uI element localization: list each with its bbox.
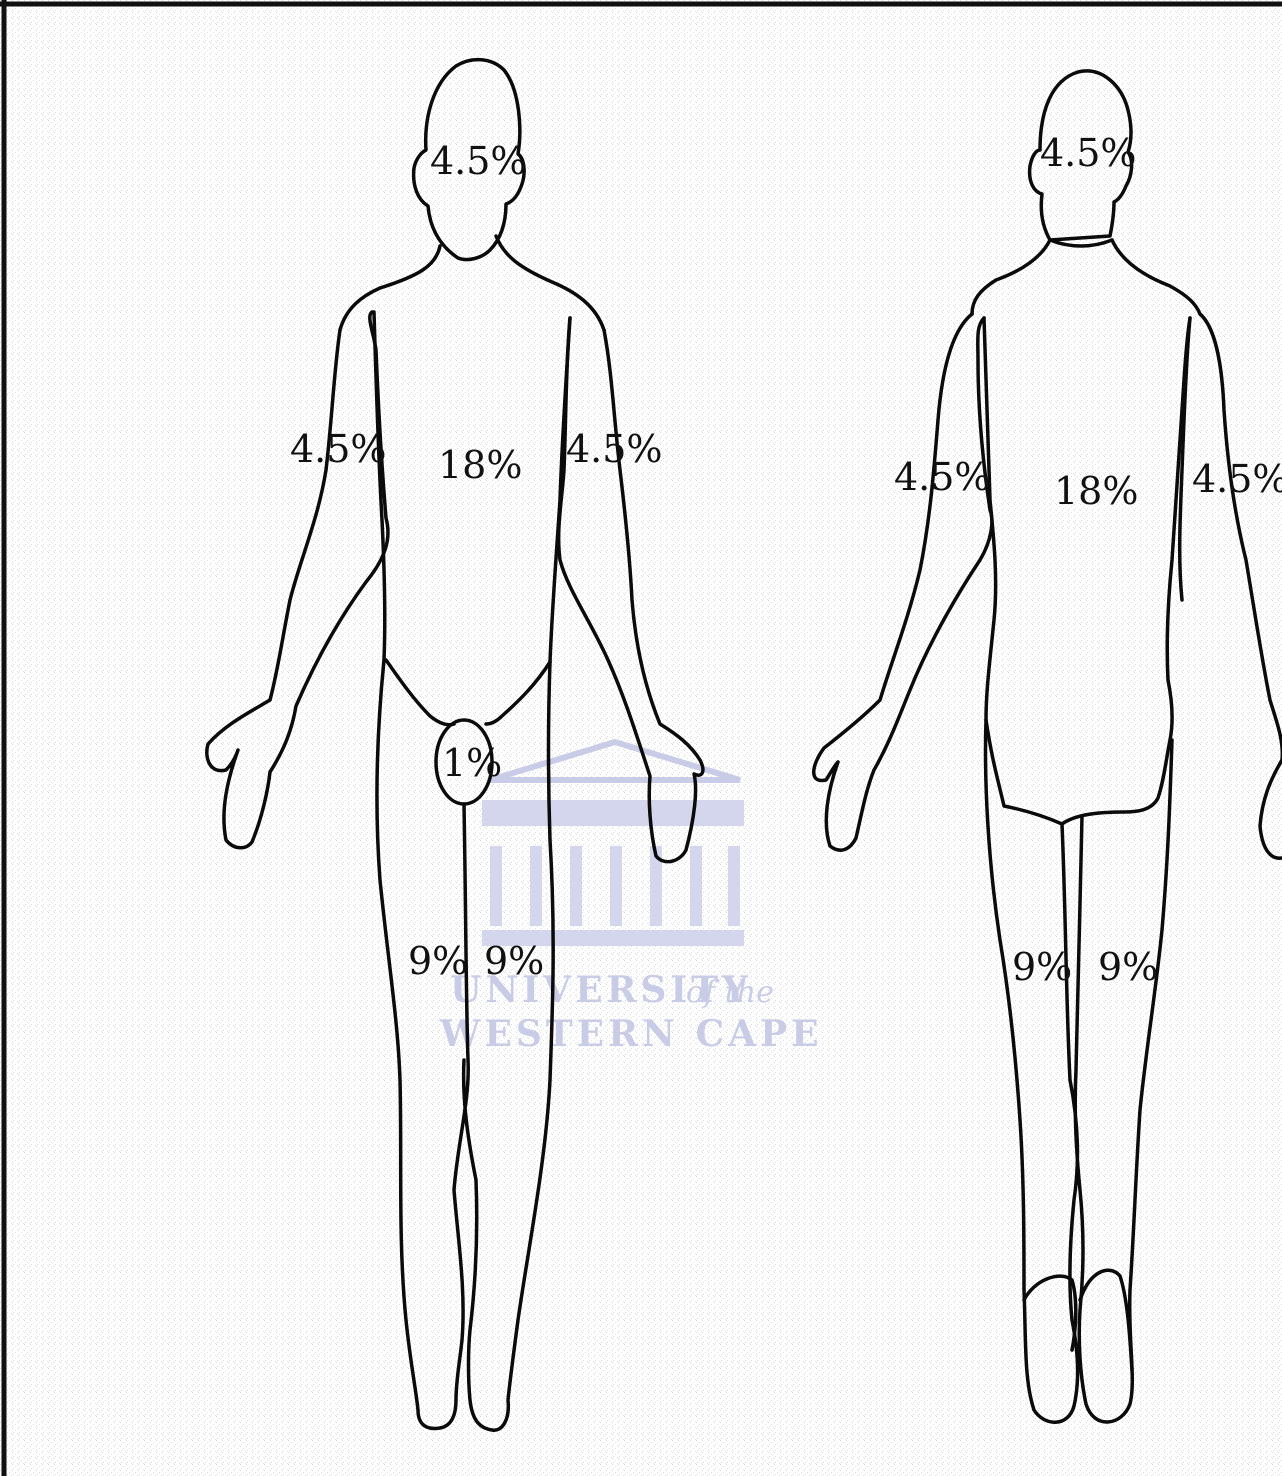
watermark-line2: WESTERN CAPE	[439, 1013, 823, 1055]
back-left-leg-label: 9%	[1012, 945, 1072, 989]
back-left-arm-label: 4.5%	[894, 455, 991, 499]
back-trunk-label: 18%	[1054, 469, 1138, 513]
front-left-leg-label: 9%	[484, 939, 544, 983]
front-trunk-label: 18%	[438, 443, 522, 487]
watermark-line1-suffix: of the	[686, 975, 774, 1010]
front-head-label: 4.5%	[430, 139, 527, 183]
front-left-arm-label: 4.5%	[566, 427, 663, 471]
front-right-leg-label: 9%	[408, 939, 468, 983]
front-right-arm-label: 4.5%	[290, 427, 387, 471]
back-right-leg-label: 9%	[1098, 945, 1158, 989]
back-right-arm-label: 4.5%	[1192, 457, 1282, 501]
front-perineum-label: 1%	[442, 741, 502, 785]
back-head-label: 4.5%	[1040, 131, 1137, 175]
